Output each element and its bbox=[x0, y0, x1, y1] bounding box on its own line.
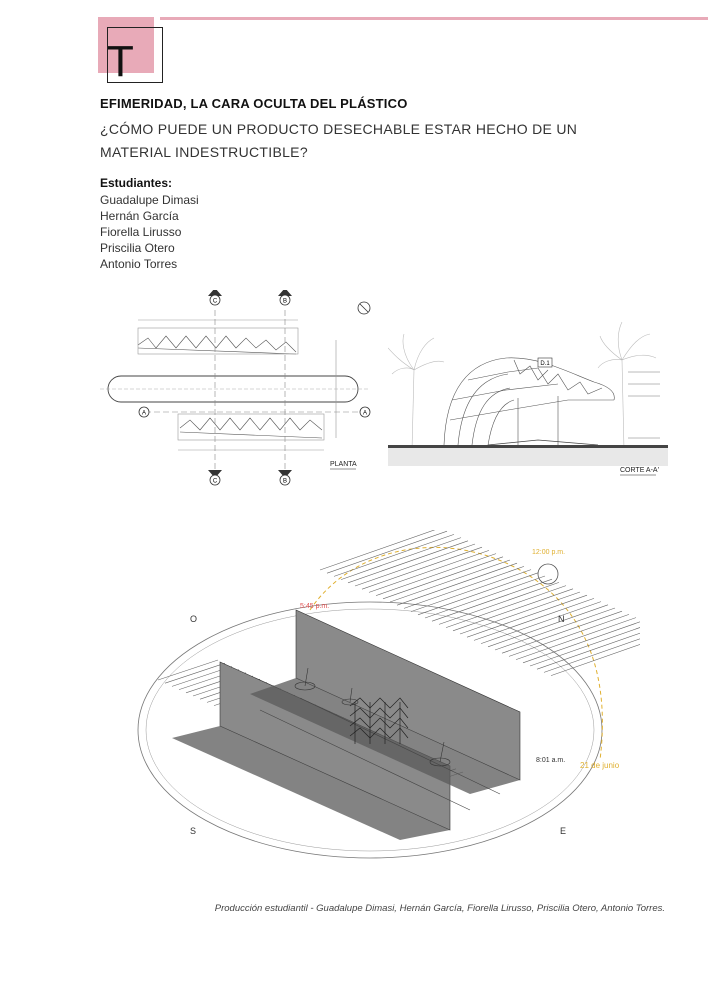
deck-slat bbox=[396, 562, 518, 606]
student-name: Priscilia Otero bbox=[100, 241, 175, 255]
section-drawing: D.1 CORTE A-A' bbox=[388, 321, 668, 476]
student-name: Hernán García bbox=[100, 209, 179, 223]
west-label: O bbox=[190, 614, 197, 624]
deck-slat bbox=[340, 537, 462, 580]
deck-slat bbox=[466, 594, 588, 638]
section-c-label: C bbox=[213, 299, 218, 305]
deck-slat bbox=[375, 553, 497, 596]
deck-slat bbox=[480, 601, 602, 644]
section-b-label: B bbox=[283, 299, 287, 305]
evening-time-label: 5:45 p.m. bbox=[300, 603, 329, 610]
deck-slat bbox=[164, 662, 226, 684]
detail-badge-label: D.1 bbox=[540, 361, 550, 367]
deck-slat bbox=[382, 556, 504, 600]
article-title: EFIMERIDAD, LA CARA OCULTA DEL PLÁSTICO bbox=[100, 96, 408, 111]
deck-slat bbox=[326, 530, 448, 574]
noon-time-label: 12:00 p.m. bbox=[532, 549, 565, 556]
section-b-marker bbox=[279, 474, 291, 486]
deck-slat bbox=[487, 604, 609, 648]
section-a-marker bbox=[138, 406, 150, 418]
section-b-marker bbox=[279, 294, 291, 306]
logo-letter: T bbox=[107, 37, 134, 86]
deck-slat bbox=[543, 638, 640, 673]
deck-slat bbox=[501, 610, 623, 654]
deck-slat bbox=[389, 559, 511, 603]
student-name: Fiorella Lirusso bbox=[100, 225, 182, 239]
student-name: Antonio Torres bbox=[100, 257, 178, 271]
morning-time-label: 8:01 a.m. bbox=[536, 757, 565, 764]
deck-slat bbox=[347, 540, 469, 584]
deck-slat bbox=[333, 534, 455, 577]
section-b-label: B bbox=[283, 479, 287, 485]
deck-slat bbox=[452, 588, 574, 632]
header-accent-line bbox=[160, 17, 708, 20]
deck-slat bbox=[438, 582, 560, 625]
shadow-south bbox=[172, 726, 450, 840]
sun-icon bbox=[537, 563, 559, 585]
sun-path bbox=[309, 546, 603, 761]
logo-frame bbox=[107, 27, 163, 83]
section-c-marker bbox=[209, 294, 221, 306]
deck-slat bbox=[410, 569, 532, 612]
section-c-marker bbox=[209, 474, 221, 486]
deck-slat bbox=[515, 617, 637, 660]
deck-slat bbox=[473, 598, 595, 641]
north-arrow-icon bbox=[357, 301, 371, 315]
deck-slat bbox=[431, 578, 553, 622]
south-label: S bbox=[190, 826, 196, 836]
deck-slat bbox=[494, 607, 616, 651]
deck-slat bbox=[361, 546, 483, 590]
deck-slat bbox=[536, 632, 640, 670]
figure-caption: Producción estudiantil - Guadalupe Dimas… bbox=[214, 903, 665, 914]
deck-slat bbox=[354, 543, 476, 587]
section-c-label: C bbox=[213, 479, 218, 485]
section-a-label: A bbox=[363, 411, 367, 417]
floor-plan-drawing: C B A A C B PLANTA bbox=[100, 290, 371, 486]
students-list: Guadalupe Dimasi Hernán García Fiorella … bbox=[100, 192, 199, 272]
deck-slat bbox=[508, 614, 630, 657]
article-subtitle: ¿CÓMO PUEDE UN PRODUCTO DESECHABLE ESTAR… bbox=[100, 121, 578, 160]
deck-slat bbox=[319, 530, 436, 571]
plan-label: PLANTA bbox=[330, 461, 357, 468]
east-label: E bbox=[560, 826, 566, 836]
section-a-marker bbox=[359, 406, 371, 418]
deck-slat bbox=[417, 572, 539, 616]
student-name: Guadalupe Dimasi bbox=[100, 193, 199, 207]
detail-badge bbox=[537, 357, 553, 368]
isometric-sun-study: O N S E 12:00 p.m. 8:01 a.m. 21 de junio… bbox=[137, 530, 640, 859]
students-heading: Estudiantes: bbox=[100, 176, 173, 190]
mesh-sculpture bbox=[349, 697, 409, 744]
deck-slat bbox=[445, 585, 567, 628]
deck-slat bbox=[157, 659, 219, 681]
deck-slat bbox=[424, 575, 546, 619]
deck-slat bbox=[368, 550, 490, 593]
deck-slat bbox=[522, 621, 640, 664]
date-label: 21 de junio bbox=[580, 761, 620, 770]
section-a-label: A bbox=[142, 411, 146, 417]
deck-slat bbox=[550, 644, 640, 676]
section-label: CORTE A-A' bbox=[620, 467, 659, 474]
north-label: N bbox=[558, 614, 565, 624]
deck-slat bbox=[403, 566, 525, 609]
deck-slat bbox=[459, 591, 581, 635]
deck-slat bbox=[529, 627, 640, 667]
